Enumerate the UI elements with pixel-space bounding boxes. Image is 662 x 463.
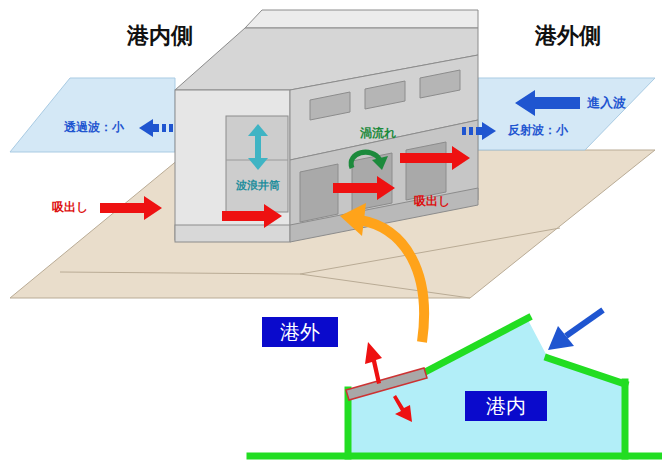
harbor-water (10, 78, 175, 152)
reflected-wave-arrow (462, 122, 496, 140)
oscillation-arrow (248, 124, 268, 170)
wave-label: 透過波：小 (64, 121, 124, 135)
seabed (10, 150, 655, 298)
zoom-arrow (340, 203, 366, 236)
incident-wave-arrow (566, 310, 603, 336)
eddy-label: 渦流れ (360, 127, 396, 141)
slit-caisson (175, 10, 478, 242)
wave-label: 進入波 (587, 96, 626, 111)
shaft-label: 波浪井筒 (236, 180, 280, 193)
place-name: 港外 (280, 320, 320, 344)
place-name: 港内 (486, 394, 526, 418)
harbor-outline (250, 318, 662, 456)
outflow-label: 吸出し (414, 195, 450, 209)
incident-wave-arrow (515, 90, 580, 116)
outflow-arrow (365, 342, 412, 422)
place-box: 港内 (465, 391, 547, 421)
breakwater-plan (346, 368, 427, 400)
side-heading: 港外側 (535, 23, 601, 48)
side-heading: 港内側 (127, 23, 193, 48)
place-box: 港外 (262, 317, 338, 347)
transmitted-wave-arrow (139, 119, 173, 137)
outflow-label: 吸出し (52, 201, 88, 215)
wave-label: 反射波：小 (508, 124, 568, 138)
mound-edge (60, 272, 470, 298)
mound-edge (300, 228, 560, 274)
sea-water (478, 78, 655, 150)
outflow-arrow (100, 146, 470, 228)
zoom-arrow (360, 220, 424, 342)
eddy-arrow (372, 156, 388, 170)
incident-wave-arrow (548, 326, 574, 350)
